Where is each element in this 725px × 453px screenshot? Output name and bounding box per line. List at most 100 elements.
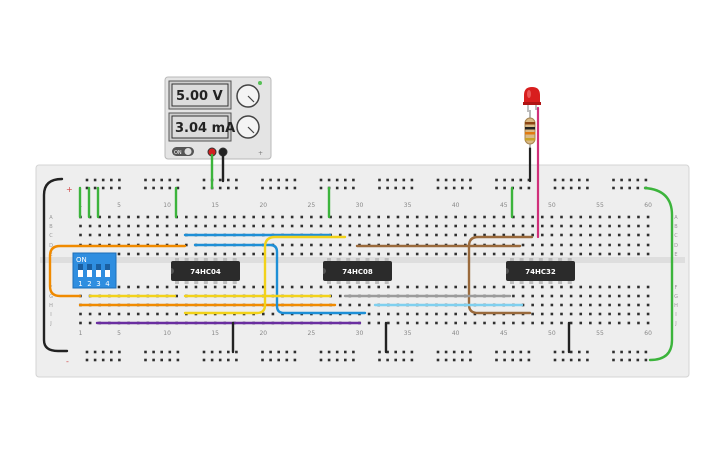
breadboard-hole[interactable] [252, 285, 255, 289]
breadboard-hole[interactable] [512, 252, 515, 256]
rail-hole[interactable] [612, 178, 615, 182]
breadboard-hole[interactable] [473, 215, 477, 219]
breadboard-hole[interactable] [502, 224, 506, 228]
breadboard-hole[interactable] [79, 233, 82, 237]
wires[interactable] [42, 106, 674, 362]
rail-hole[interactable] [436, 178, 440, 182]
rail-hole[interactable] [202, 186, 206, 190]
breadboard-hole[interactable] [540, 294, 544, 298]
breadboard-hole[interactable] [512, 321, 515, 325]
breadboard-hole[interactable] [579, 321, 583, 325]
breadboard-hole[interactable] [175, 285, 178, 289]
breadboard-hole[interactable] [550, 233, 554, 237]
breadboard-hole[interactable] [589, 252, 592, 256]
breadboard-hole[interactable] [617, 252, 621, 256]
breadboard-hole[interactable] [358, 233, 361, 237]
breadboard-hole[interactable] [175, 224, 178, 228]
breadboard-hole[interactable] [531, 252, 534, 256]
breadboard-hole[interactable] [627, 312, 631, 316]
breadboard-hole[interactable] [156, 233, 159, 237]
breadboard-hole[interactable] [338, 285, 342, 289]
breadboard-hole[interactable] [512, 233, 515, 237]
breadboard-hole[interactable] [512, 224, 515, 228]
breadboard-hole[interactable] [637, 252, 640, 256]
breadboard-hole[interactable] [512, 294, 515, 298]
rail-hole[interactable] [168, 358, 172, 362]
breadboard-hole[interactable] [387, 312, 390, 316]
breadboard-hole[interactable] [579, 233, 583, 237]
breadboard-hole[interactable] [156, 224, 159, 228]
breadboard-hole[interactable] [627, 243, 631, 247]
breadboard-hole[interactable] [444, 252, 448, 256]
breadboard-hole[interactable] [464, 252, 467, 256]
rail-hole[interactable] [527, 186, 531, 190]
breadboard-hole[interactable] [213, 252, 217, 256]
breadboard-hole[interactable] [204, 252, 207, 256]
breadboard-hole[interactable] [589, 215, 592, 219]
rail-hole[interactable] [293, 358, 297, 362]
ic-chip-body[interactable] [171, 261, 240, 281]
breadboard-hole[interactable] [415, 215, 419, 219]
breadboard-hole[interactable] [464, 321, 467, 325]
breadboard-hole[interactable] [367, 233, 371, 237]
breadboard-hole[interactable] [464, 312, 467, 316]
rail-hole[interactable] [495, 350, 498, 354]
breadboard-hole[interactable] [415, 321, 419, 325]
breadboard-hole[interactable] [435, 233, 438, 237]
breadboard-hole[interactable] [637, 224, 640, 228]
breadboard-hole[interactable] [608, 233, 611, 237]
breadboard-hole[interactable] [444, 233, 448, 237]
breadboard-hole[interactable] [531, 224, 534, 228]
breadboard-hole[interactable] [406, 285, 409, 289]
breadboard-hole[interactable] [367, 312, 371, 316]
breadboard-hole[interactable] [435, 312, 438, 316]
breadboard-hole[interactable] [367, 215, 371, 219]
breadboard-hole[interactable] [127, 233, 130, 237]
breadboard-hole[interactable] [598, 303, 602, 307]
rail-hole[interactable] [218, 358, 222, 362]
breadboard-hole[interactable] [396, 252, 400, 256]
breadboard-hole[interactable] [319, 215, 323, 219]
rail-hole[interactable] [402, 350, 406, 354]
breadboard-hole[interactable] [242, 224, 246, 228]
rail-hole[interactable] [293, 186, 297, 190]
breadboard-hole[interactable] [377, 312, 381, 316]
rail-hole[interactable] [235, 178, 238, 182]
rail-hole[interactable] [227, 350, 230, 354]
rail-hole[interactable] [436, 186, 440, 190]
rail-hole[interactable] [168, 178, 172, 182]
breadboard-hole[interactable] [338, 294, 342, 298]
breadboard-hole[interactable] [396, 233, 400, 237]
dip-toggle-knob[interactable] [96, 270, 101, 277]
rail-hole[interactable] [269, 178, 272, 182]
breadboard-hole[interactable] [146, 252, 150, 256]
rail-hole[interactable] [469, 358, 472, 362]
rail-hole[interactable] [85, 350, 89, 354]
rail-hole[interactable] [503, 178, 506, 182]
rail-hole[interactable] [620, 358, 623, 362]
breadboard-hole[interactable] [435, 321, 438, 325]
breadboard-hole[interactable] [310, 285, 313, 289]
breadboard-hole[interactable] [415, 233, 419, 237]
rail-hole[interactable] [452, 358, 456, 362]
breadboard-hole[interactable] [329, 243, 332, 247]
breadboard-hole[interactable] [531, 321, 534, 325]
breadboard-hole[interactable] [569, 233, 573, 237]
rail-hole[interactable] [569, 358, 573, 362]
breadboard-hole[interactable] [646, 252, 650, 256]
breadboard-hole[interactable] [550, 224, 554, 228]
breadboard-hole[interactable] [261, 312, 265, 316]
breadboard-hole[interactable] [560, 215, 563, 219]
rail-hole[interactable] [335, 186, 339, 190]
rail-hole[interactable] [612, 358, 615, 362]
breadboard-hole[interactable] [608, 243, 611, 247]
breadboard-hole[interactable] [290, 243, 294, 247]
breadboard-hole[interactable] [569, 252, 573, 256]
rail-hole[interactable] [386, 350, 389, 354]
breadboard-hole[interactable] [319, 224, 323, 228]
breadboard-hole[interactable] [377, 233, 381, 237]
breadboard-hole[interactable] [521, 233, 525, 237]
breadboard-hole[interactable] [521, 215, 525, 219]
rail-hole[interactable] [378, 358, 381, 362]
breadboard-hole[interactable] [165, 312, 169, 316]
